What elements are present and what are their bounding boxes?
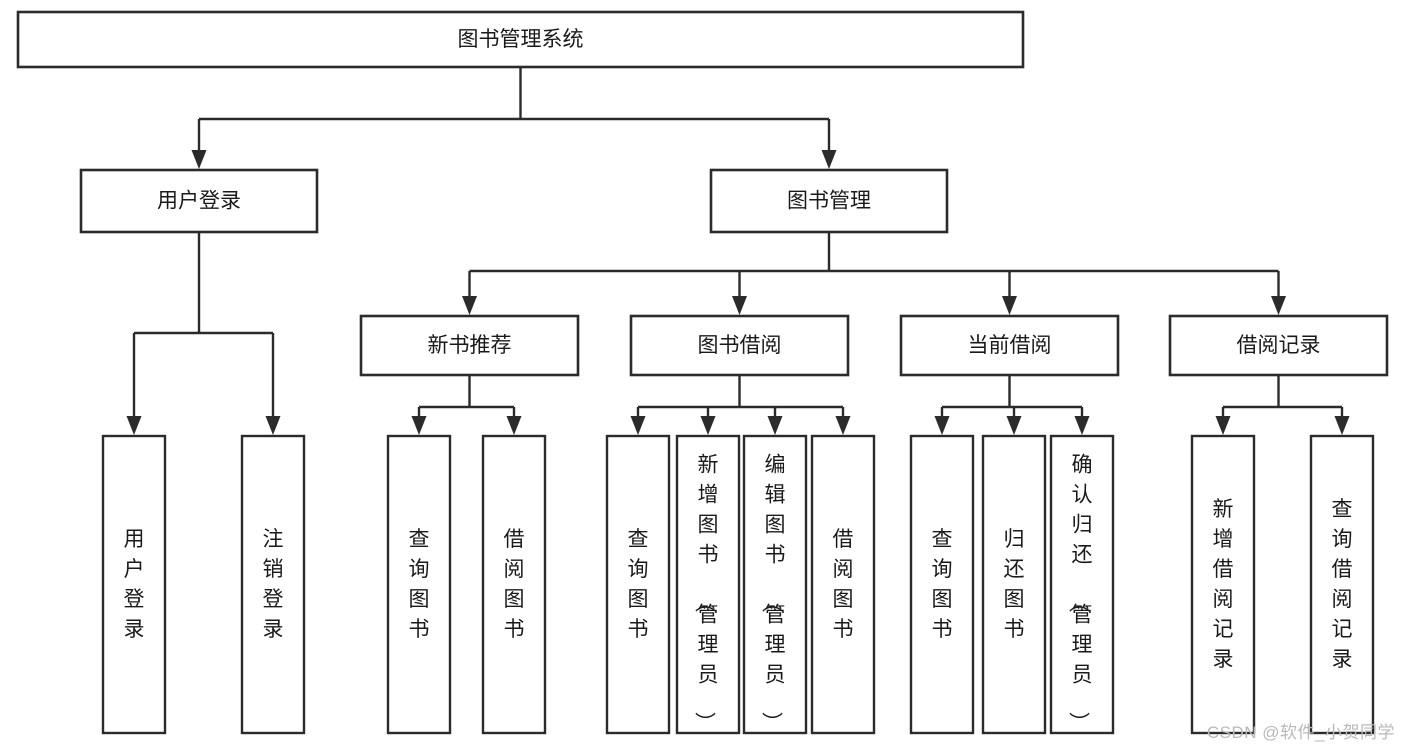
leaf-node-10-label: 确认归还（管理员） (1067, 454, 1093, 733)
leaf-node-2-box[interactable] (386, 434, 452, 735)
leaf-node-2-label: 查询图书 (409, 528, 430, 641)
leaf-node-5-box[interactable] (675, 434, 741, 735)
root-node[interactable]: 图书管理系统 (16, 10, 1025, 69)
leaf-node-0-box[interactable] (101, 434, 167, 735)
leaf-node-9-box[interactable] (981, 434, 1047, 735)
leaf-node-6-label: 编辑图书（管理员） (760, 454, 786, 733)
leaf-node-12-label: 查询借阅记录 (1332, 498, 1353, 671)
arrow-head-icon (462, 296, 477, 315)
leaf-node-5[interactable]: 新增图书（管理员） (675, 434, 741, 735)
arrow-head-icon (1271, 296, 1286, 315)
leaf-node-1-box[interactable] (240, 434, 306, 735)
arrow-head-icon (1006, 416, 1022, 435)
root-node-box[interactable] (16, 10, 1025, 69)
level2-node-0-box[interactable] (79, 168, 319, 234)
leaf-node-9[interactable]: 归还图书 (981, 434, 1047, 735)
leaf-node-11-box[interactable] (1190, 434, 1256, 735)
arrow-head-icon (1334, 416, 1350, 435)
arrow-head-icon (767, 416, 783, 435)
arrow-head-icon (934, 416, 950, 435)
leaf-node-8[interactable]: 查询图书 (909, 434, 975, 735)
level3-node-3-label: 借阅记录 (1237, 334, 1321, 357)
level3-node-0[interactable]: 新书推荐 (359, 314, 580, 377)
level2-node-0[interactable]: 用户登录 (79, 168, 319, 234)
leaf-node-3[interactable]: 借阅图书 (481, 434, 547, 735)
leaf-node-8-label: 查询图书 (932, 528, 953, 641)
level2-node-1-label: 图书管理 (787, 190, 871, 213)
leaf-node-11-label: 新增借阅记录 (1213, 498, 1234, 671)
leaf-node-0-label: 用户登录 (124, 528, 145, 641)
node-layer: 图书管理系统用户登录图书管理新书推荐图书借阅当前借阅借阅记录用户登录注销登录查询… (16, 10, 1389, 735)
level3-node-1-box[interactable] (629, 314, 850, 377)
arrow-head-icon (835, 416, 851, 435)
leaf-node-12[interactable]: 查询借阅记录 (1309, 434, 1375, 735)
level3-node-0-label: 新书推荐 (428, 334, 512, 357)
arrow-head-icon (265, 416, 281, 435)
leaf-node-5-label: 新增图书（管理员） (693, 454, 719, 733)
arrow-head-icon (630, 416, 646, 435)
level3-node-3-box[interactable] (1168, 314, 1389, 377)
arrow-head-icon (1074, 416, 1090, 435)
leaf-node-11[interactable]: 新增借阅记录 (1190, 434, 1256, 735)
level2-node-0-label: 用户登录 (157, 190, 241, 213)
leaf-node-12-box[interactable] (1309, 434, 1375, 735)
level2-node-1-box[interactable] (709, 168, 949, 234)
level3-node-0-box[interactable] (359, 314, 580, 377)
leaf-node-10[interactable]: 确认归还（管理员） (1049, 434, 1115, 735)
level2-node-1[interactable]: 图书管理 (709, 168, 949, 234)
root-node-label: 图书管理系统 (458, 28, 584, 51)
leaf-node-3-label: 借阅图书 (504, 528, 525, 641)
level3-node-1[interactable]: 图书借阅 (629, 314, 850, 377)
leaf-node-1-label: 注销登录 (263, 528, 284, 641)
leaf-node-8-box[interactable] (909, 434, 975, 735)
level3-node-2-box[interactable] (899, 314, 1120, 377)
leaf-node-10-box[interactable] (1049, 434, 1115, 735)
leaf-node-4-label: 查询图书 (628, 528, 649, 641)
level3-node-2-label: 当前借阅 (968, 334, 1052, 357)
leaf-node-3-box[interactable] (481, 434, 547, 735)
leaf-node-4-box[interactable] (605, 434, 671, 735)
arrow-head-icon (506, 416, 522, 435)
arrow-head-icon (821, 150, 837, 169)
watermark-text: CSDN @软件_小贺同学 (1206, 723, 1395, 742)
leaf-node-7-box[interactable] (810, 434, 876, 735)
arrow-head-icon (700, 416, 716, 435)
leaf-node-6-box[interactable] (742, 434, 808, 735)
leaf-node-4[interactable]: 查询图书 (605, 434, 671, 735)
leaf-node-1[interactable]: 注销登录 (240, 434, 306, 735)
level3-node-2[interactable]: 当前借阅 (899, 314, 1120, 377)
leaf-node-9-label: 归还图书 (1004, 528, 1025, 641)
arrow-head-icon (1002, 296, 1017, 315)
leaf-node-6[interactable]: 编辑图书（管理员） (742, 434, 808, 735)
leaf-node-7-label: 借阅图书 (833, 528, 854, 641)
leaf-node-0[interactable]: 用户登录 (101, 434, 167, 735)
level3-node-1-label: 图书借阅 (698, 334, 782, 357)
connector-layer (126, 67, 1350, 435)
arrow-head-icon (1215, 416, 1231, 435)
arrow-head-icon (126, 416, 142, 435)
arrow-head-icon (732, 296, 747, 315)
leaf-node-7[interactable]: 借阅图书 (810, 434, 876, 735)
leaf-node-2[interactable]: 查询图书 (386, 434, 452, 735)
level3-node-3[interactable]: 借阅记录 (1168, 314, 1389, 377)
arrow-head-icon (411, 416, 427, 435)
arrow-head-icon (191, 150, 207, 169)
